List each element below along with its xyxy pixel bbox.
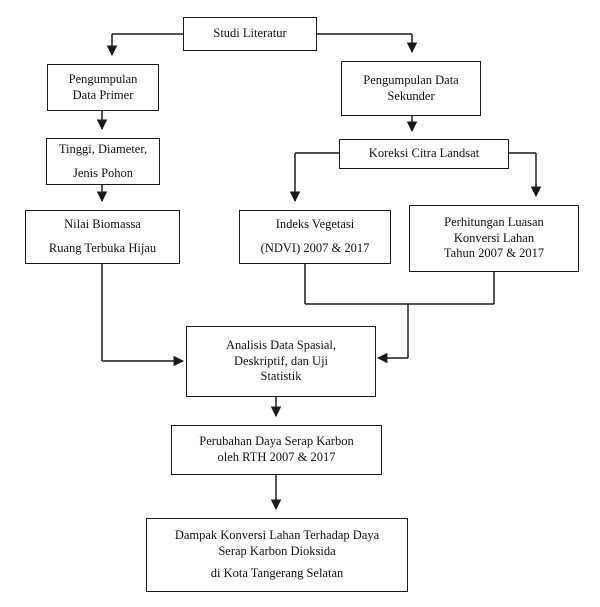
node-text: Serap Karbon Dioksida <box>218 543 336 558</box>
node-text: di Kota Tangerang Selatan <box>210 566 344 581</box>
node-text: (NDVI) 2007 & 2017 <box>260 241 370 255</box>
node-dampak-konversi: Dampak Konversi Lahan Terhadap Daya Sera… <box>146 518 408 592</box>
node-text: Statistik <box>260 369 302 384</box>
node-text: Deskriptif, dan Uji <box>233 353 329 368</box>
node-text: Studi Literatur <box>213 26 287 41</box>
node-text: Nilai Biomassa <box>64 217 141 232</box>
node-text: Data Primer <box>72 87 134 102</box>
node-analisis-data: Analisis Data Spasial, Deskriptif, dan U… <box>186 326 376 397</box>
node-text: Sekunder <box>387 88 435 103</box>
node-nilai-biomassa: Nilai Biomassa Ruang Terbuka Hijau <box>25 210 180 264</box>
node-text: Perubahan Daya Serap Karbon <box>199 434 354 449</box>
node-text: Pengumpulan <box>68 71 138 86</box>
node-text: Analisis Data Spasial, <box>225 338 337 353</box>
node-perubahan-daya-serap: Perubahan Daya Serap Karbon oleh RTH 200… <box>171 425 382 475</box>
node-text: Perhitungan Luasan <box>444 215 544 230</box>
node-koreksi-citra: Koreksi Citra Landsat <box>339 139 509 169</box>
node-indeks-vegetasi: Indeks Vegetasi (NDVI) 2007 & 2017 <box>239 210 391 264</box>
node-text: Pengumpulan Data <box>363 72 459 87</box>
node-text: Dampak Konversi Lahan Terhadap Daya <box>174 528 380 543</box>
node-text: Tahun 2007 & 2017 <box>443 246 545 261</box>
node-text: oleh RTH 2007 & 2017 <box>217 450 336 464</box>
node-text: Jenis Pohon <box>72 165 134 180</box>
node-text: Konversi Lahan <box>453 230 535 245</box>
node-text: Ruang Terbuka Hijau <box>48 241 157 255</box>
node-data-sekunder: Pengumpulan Data Sekunder <box>341 61 481 116</box>
node-text: Tinggi, Diameter, <box>58 141 148 156</box>
node-text: Indeks Vegetasi <box>275 217 355 232</box>
node-studi-literatur: Studi Literatur <box>183 17 317 51</box>
node-tinggi-diameter: Tinggi, Diameter, Jenis Pohon <box>46 138 160 185</box>
node-data-primer: Pengumpulan Data Primer <box>47 64 159 111</box>
node-perhitungan-luasan: Perhitungan Luasan Konversi Lahan Tahun … <box>409 205 579 272</box>
node-text: Koreksi Citra Landsat <box>368 146 480 161</box>
